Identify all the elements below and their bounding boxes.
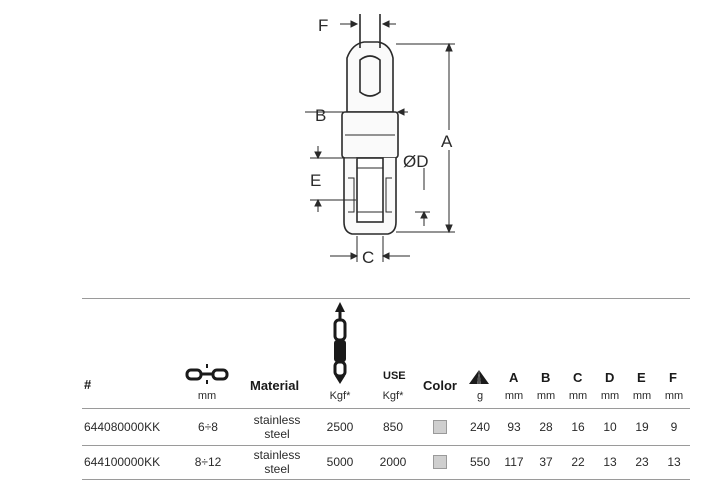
row-e: 19 — [635, 420, 649, 434]
header-d: D — [605, 370, 615, 385]
row-color-swatch — [433, 455, 447, 469]
row-code: 644080000KK — [84, 420, 161, 434]
row-breaking-load: 2500 — [326, 420, 354, 434]
table-bottom-rule — [82, 479, 690, 480]
row-use-load: 2000 — [379, 455, 407, 469]
row-a: 93 — [507, 420, 521, 434]
header-number: # — [84, 377, 92, 392]
row-material-1: stainless — [253, 413, 301, 427]
row-material-2: steel — [264, 462, 290, 476]
table-row-rule — [82, 445, 690, 446]
weight-icon — [469, 370, 489, 384]
table-top-rule — [82, 298, 690, 299]
header-e: E — [637, 370, 646, 385]
row-code: 644100000KK — [84, 455, 161, 469]
row-material-1: stainless — [253, 448, 301, 462]
row-weight: 550 — [469, 455, 491, 469]
dim-label-d: ØD — [403, 152, 429, 171]
row-chain: 6÷8 — [198, 420, 218, 434]
swivel-technical-drawing: F B ØD A E C — [305, 14, 455, 267]
row-chain: 8÷12 — [194, 455, 222, 469]
row-color-swatch — [433, 420, 447, 434]
row-b: 28 — [539, 420, 553, 434]
header-c-unit: mm — [568, 390, 588, 402]
row-f: 13 — [667, 455, 681, 469]
swivel-top-slot — [359, 55, 381, 97]
header-use-unit: Kgf* — [382, 390, 404, 402]
header-f: F — [669, 370, 677, 385]
swivel-top-jaw — [346, 41, 394, 113]
header-c: C — [573, 370, 583, 385]
row-a: 117 — [504, 455, 524, 469]
header-f-unit: mm — [664, 390, 684, 402]
header-a-unit: mm — [504, 390, 524, 402]
row-material-2: steel — [264, 427, 290, 441]
row-breaking-load: 5000 — [326, 455, 354, 469]
header-b-unit: mm — [536, 390, 556, 402]
header-d-unit: mm — [600, 390, 620, 402]
dim-label-e: E — [310, 171, 321, 190]
dim-label-f: F — [318, 16, 328, 35]
chain-icon — [185, 364, 229, 384]
row-d: 10 — [603, 420, 617, 434]
row-weight: 240 — [469, 420, 491, 434]
header-a: A — [509, 370, 519, 385]
row-d: 13 — [603, 455, 617, 469]
breaking-load-icon — [333, 302, 347, 384]
header-b: B — [541, 370, 551, 385]
row-e: 23 — [635, 455, 649, 469]
dim-label-a: A — [441, 132, 453, 151]
swivel-bottom-slot — [356, 157, 384, 223]
header-weight-unit: g — [476, 390, 484, 402]
row-c: 22 — [571, 455, 585, 469]
header-use: USE — [383, 370, 406, 382]
header-color: Color — [423, 378, 457, 393]
header-material: Material — [250, 378, 300, 393]
dim-label-b: B — [315, 106, 326, 125]
header-e-unit: mm — [632, 390, 652, 402]
header-chain-unit: mm — [197, 390, 217, 402]
header-breaking-unit: Kgf* — [329, 390, 351, 402]
dim-label-c: C — [362, 248, 374, 267]
row-f: 9 — [670, 420, 678, 434]
table-header-rule — [82, 408, 690, 409]
row-use-load: 850 — [382, 420, 404, 434]
row-c: 16 — [571, 420, 585, 434]
row-b: 37 — [539, 455, 553, 469]
